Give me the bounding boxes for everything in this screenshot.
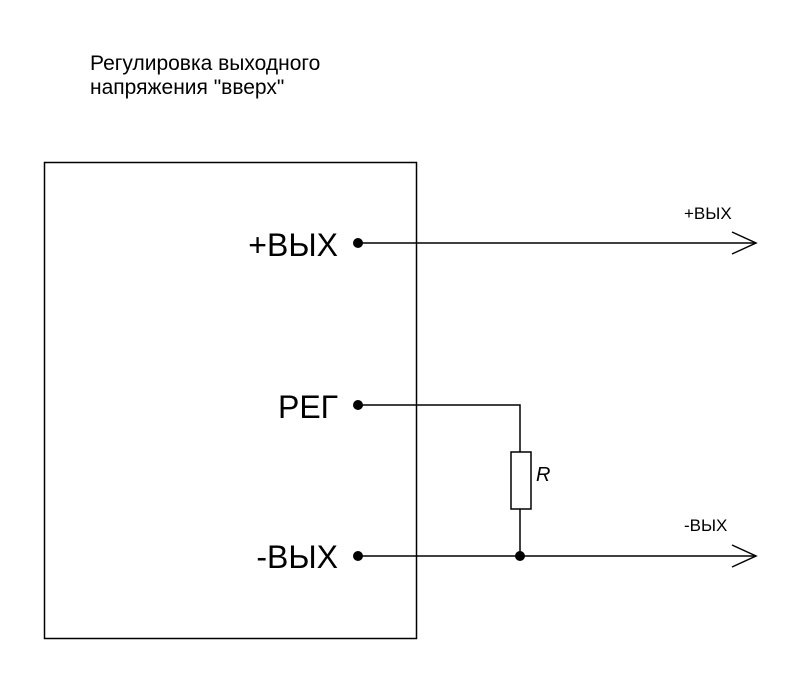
resistor-body	[510, 451, 532, 510]
caption-line-2: напряжения "вверх"	[90, 76, 285, 99]
caption-line-1: Регулировка выходного	[90, 52, 321, 75]
power-module-block	[43, 161, 418, 640]
junction-node	[515, 551, 525, 561]
wire-reg	[358, 404, 521, 452]
pin-label-out-minus: -ВЫХ	[256, 539, 338, 575]
arrow-out-minus	[731, 544, 758, 568]
pin-label-out-plus: +ВЫХ	[248, 227, 338, 263]
pin-label-reg: РЕГ	[278, 389, 338, 425]
output-label-minus: -ВЫХ	[684, 516, 727, 535]
resistor-label: R	[536, 464, 550, 486]
arrow-out-plus	[731, 231, 758, 255]
output-label-plus: +ВЫХ	[684, 204, 732, 223]
diagram-caption: Регулировка выходного напряжения "вверх"	[90, 52, 490, 100]
